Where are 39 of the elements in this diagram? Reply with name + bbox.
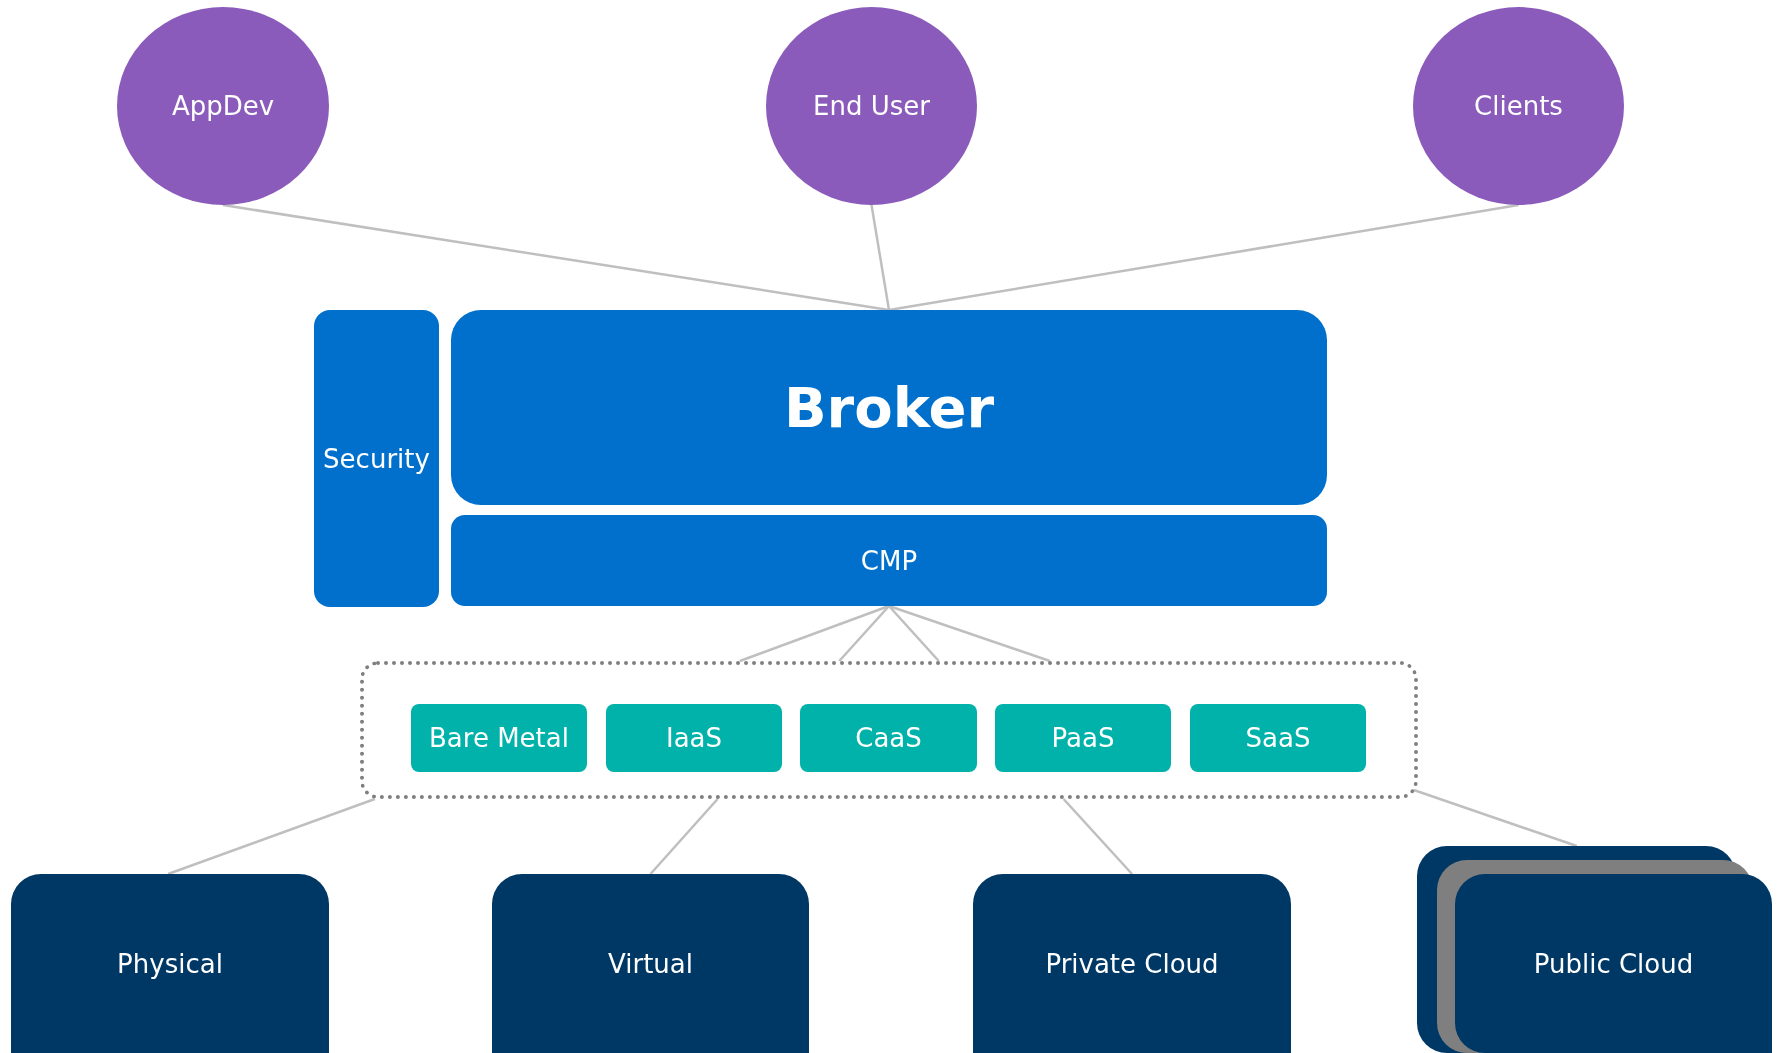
- infrastructure-box: [973, 874, 1291, 1053]
- node-label: AppDev: [171, 91, 275, 121]
- connector-line: [1062, 798, 1133, 875]
- connector-line: [739, 604, 890, 663]
- connector-line: [888, 203, 1519, 312]
- connector-line: [649, 798, 719, 875]
- infrastructure-box: [11, 874, 329, 1053]
- node-label: SaaS: [1245, 723, 1311, 753]
- connector-line: [888, 605, 940, 662]
- service-tag: [995, 704, 1171, 772]
- broker-box: [451, 310, 1327, 505]
- node-label: Physical: [117, 948, 223, 979]
- service-tag: [411, 704, 587, 772]
- node-label: Virtual: [608, 948, 693, 979]
- service-group-frame: [360, 661, 1418, 799]
- connector-line: [167, 797, 376, 876]
- node-label: Broker: [783, 375, 995, 440]
- node-label: CMP: [860, 545, 918, 576]
- service-tag: [606, 704, 782, 772]
- node-label: Bare Metal: [429, 723, 569, 753]
- node-label: End User: [813, 91, 930, 121]
- service-tag: [800, 704, 977, 772]
- connector-line: [1413, 788, 1578, 848]
- node-label: PaaS: [1051, 723, 1115, 753]
- node-label: IaaS: [665, 723, 722, 753]
- node-label: Public Cloud: [1533, 948, 1694, 979]
- node-label: Private Cloud: [1045, 948, 1219, 979]
- node-label: Security: [323, 443, 430, 474]
- node-label: Clients: [1474, 91, 1563, 121]
- security-bar: [314, 310, 439, 607]
- node-label: CaaS: [855, 723, 922, 753]
- infrastructure-box: [492, 874, 809, 1053]
- stacked-cards: [1417, 846, 1772, 1053]
- cmp-bar: [451, 515, 1327, 606]
- connector-line: [838, 605, 890, 662]
- connector-line: [888, 604, 1051, 663]
- connector-line: [222, 203, 890, 312]
- service-tag: [1190, 704, 1366, 772]
- connector-line: [870, 204, 891, 311]
